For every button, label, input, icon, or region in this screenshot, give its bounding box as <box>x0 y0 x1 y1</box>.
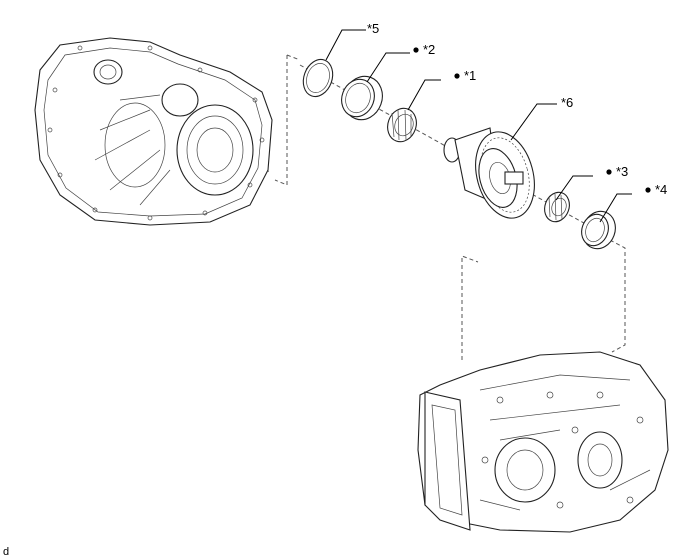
callout-6: *6 <box>561 95 573 110</box>
part-6-differential-case-assembly <box>443 127 535 219</box>
marker-dot-icon <box>413 47 419 53</box>
callout-label: *3 <box>616 164 628 179</box>
callout-3: *3 <box>606 164 628 179</box>
part-3-tapered-roller-bearing <box>544 191 570 223</box>
callout-label: *4 <box>655 182 667 197</box>
part-1-tapered-roller-bearing <box>387 107 417 143</box>
callout-4: *4 <box>645 182 667 197</box>
callout-2: *2 <box>413 42 435 57</box>
part-2-bearing-outer-race <box>341 75 383 121</box>
figure-code: d <box>3 546 9 558</box>
callout-label: *1 <box>464 68 476 83</box>
callout-label: *5 <box>367 21 379 36</box>
callout-5: *5 <box>367 21 379 36</box>
part-5-oil-seal-ring <box>302 58 334 98</box>
transaxle-case-left <box>34 37 273 226</box>
part-4-bearing-outer-race <box>581 210 616 250</box>
marker-dot-icon <box>606 169 612 175</box>
callout-label: *2 <box>423 42 435 57</box>
callout-1: *1 <box>454 68 476 83</box>
marker-dot-icon <box>454 73 460 79</box>
marker-dot-icon <box>645 187 651 193</box>
transaxle-housing-right <box>417 351 669 533</box>
callout-label: *6 <box>561 95 573 110</box>
leader-lines <box>325 29 632 223</box>
